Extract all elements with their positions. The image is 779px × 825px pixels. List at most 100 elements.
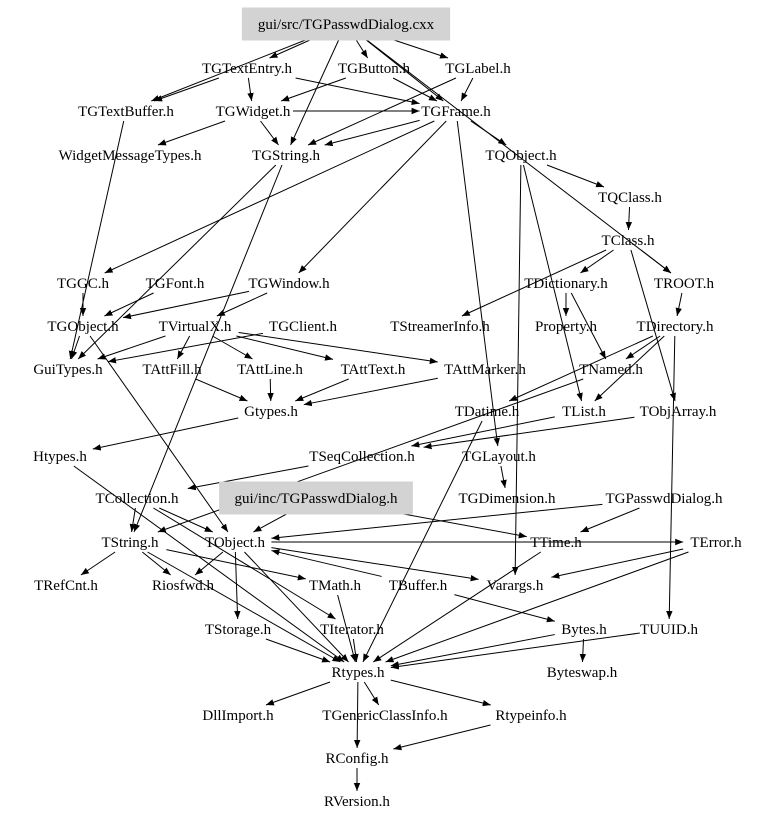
- node-TGPasswdDialog[interactable]: TGPasswdDialog.h: [605, 491, 723, 507]
- node-TGString[interactable]: TGString.h: [252, 148, 320, 164]
- node-Varargs[interactable]: Varargs.h: [487, 578, 544, 594]
- node-TGFrame[interactable]: TGFrame.h: [421, 104, 491, 120]
- node-TAttLine[interactable]: TAttLine.h: [237, 362, 303, 378]
- node-label: TGWidget.h: [216, 104, 291, 120]
- node-TGFont[interactable]: TGFont.h: [146, 276, 205, 292]
- edge-TBuffer-to-TObject: [271, 549, 382, 577]
- node-TGDimension[interactable]: TGDimension.h: [458, 491, 556, 507]
- node-Rtypeinfo[interactable]: Rtypeinfo.h: [495, 708, 567, 724]
- node-TAttFill[interactable]: TAttFill.h: [142, 362, 202, 378]
- node-TMath[interactable]: TMath.h: [309, 578, 362, 594]
- node-label: TObjArray.h: [640, 404, 717, 420]
- edge-Rtypes-to-Rtypeinfo: [390, 679, 491, 707]
- node-label: TGString.h: [252, 148, 320, 164]
- edge-TGFrame-to-TGString: [324, 119, 420, 147]
- edge-TQObject-to-Varargs: [512, 164, 522, 576]
- node-label: TAttFill.h: [142, 362, 202, 378]
- node-TGGC[interactable]: TGGC.h: [57, 276, 110, 292]
- edge-TAttFill-to-Gtypes: [195, 378, 248, 402]
- node-RConfig[interactable]: RConfig.h: [326, 751, 389, 767]
- edge-cxx-to-TGTextBuffer: [151, 33, 321, 102]
- node-TNamed[interactable]: TNamed.h: [579, 362, 643, 378]
- edge-TGWidget-to-TGString: [260, 120, 279, 146]
- node-TGTextBuffer[interactable]: TGTextBuffer.h: [78, 104, 174, 120]
- node-label: TQObject.h: [485, 148, 557, 164]
- node-label: TStorage.h: [205, 622, 272, 638]
- node-TDatime[interactable]: TDatime.h: [455, 404, 520, 420]
- node-Rtypes[interactable]: Rtypes.h: [332, 665, 385, 681]
- edge-TDirectory-to-TUUID: [666, 335, 676, 620]
- edge-TGLayout-to-TGDimension: [500, 465, 507, 489]
- node-TGButton[interactable]: TGButton.h: [338, 61, 411, 77]
- node-TCollection[interactable]: TCollection.h: [96, 491, 179, 507]
- node-TBuffer[interactable]: TBuffer.h: [389, 578, 448, 594]
- node-TString[interactable]: TString.h: [101, 535, 159, 551]
- node-Gtypes[interactable]: Gtypes.h: [244, 404, 298, 420]
- node-TQClass[interactable]: TQClass.h: [598, 190, 662, 206]
- edge-TGPasswdDialog-to-TTime: [580, 507, 640, 533]
- node-TStreamerInfo[interactable]: TStreamerInfo.h: [390, 319, 490, 335]
- node-TGWidget[interactable]: TGWidget.h: [216, 104, 291, 120]
- node-TTime[interactable]: TTime.h: [530, 535, 582, 551]
- edge-TGFrame-to-TGWindow: [298, 120, 447, 274]
- node-TGClient[interactable]: TGClient.h: [269, 319, 337, 335]
- node-TClass[interactable]: TClass.h: [602, 233, 655, 249]
- node-TROOT[interactable]: TROOT.h: [654, 276, 715, 292]
- node-TVirtualX[interactable]: TVirtualX.h: [159, 319, 232, 335]
- edge-TGFrame-to-TGLayout: [456, 120, 500, 447]
- node-TAttText[interactable]: TAttText.h: [341, 362, 406, 378]
- edge-TGObject-to-TObject: [89, 335, 229, 533]
- node-TDirectory[interactable]: TDirectory.h: [637, 319, 714, 335]
- node-TAttMarker[interactable]: TAttMarker.h: [444, 362, 526, 378]
- node-TGLayout[interactable]: TGLayout.h: [462, 449, 536, 465]
- node-label: TError.h: [690, 535, 742, 551]
- node-label: TGenericClassInfo.h: [322, 708, 448, 724]
- node-label: TCollection.h: [96, 491, 179, 507]
- node-TGTextEntry[interactable]: TGTextEntry.h: [202, 61, 293, 77]
- edge-TVirtualX-to-TAttLine: [212, 335, 253, 360]
- edge-TString-to-Rtypes: [147, 551, 341, 663]
- node-TList[interactable]: TList.h: [562, 404, 606, 420]
- edge-TGTextBuffer-to-GuiTypes: [68, 120, 125, 360]
- node-GuiTypes[interactable]: GuiTypes.h: [33, 362, 103, 378]
- edge-TCollection-to-TIterator: [153, 507, 336, 620]
- node-Bytes[interactable]: Bytes.h: [561, 622, 607, 638]
- node-TUUID[interactable]: TUUID.h: [640, 622, 698, 638]
- edge-TList-to-TSeqCollection: [411, 416, 555, 448]
- node-TGLabel[interactable]: TGLabel.h: [445, 61, 511, 77]
- node-label: Byteswap.h: [547, 665, 618, 681]
- node-incdlg[interactable]: gui/inc/TGPasswdDialog.h: [219, 481, 413, 515]
- node-Riosfwd[interactable]: Riosfwd.h: [152, 578, 215, 594]
- node-DllImport[interactable]: DllImport.h: [202, 708, 274, 724]
- node-TIterator[interactable]: TIterator.h: [320, 622, 384, 638]
- node-TRefCnt[interactable]: TRefCnt.h: [34, 578, 98, 594]
- node-TDictionary[interactable]: TDictionary.h: [524, 276, 608, 292]
- node-TGObject[interactable]: TGObject.h: [47, 319, 119, 335]
- node-TObjArray[interactable]: TObjArray.h: [640, 404, 717, 420]
- node-Property[interactable]: Property.h: [535, 319, 597, 335]
- node-TGWindow[interactable]: TGWindow.h: [248, 276, 330, 292]
- edge-TGTextEntry-to-TGWidget: [247, 77, 254, 102]
- edge-TGButton-to-TGWidget: [280, 77, 347, 102]
- node-Htypes[interactable]: Htypes.h: [33, 449, 87, 465]
- node-TGenericClassInfo[interactable]: TGenericClassInfo.h: [322, 708, 448, 724]
- node-label: Property.h: [535, 319, 597, 335]
- node-label: TNamed.h: [579, 362, 643, 378]
- edge-TGPasswdDialog-to-TObject: [271, 503, 603, 541]
- edge-TSeqCollection-to-TCollection: [187, 465, 309, 491]
- edge-TAttText-to-Gtypes: [295, 378, 349, 402]
- node-TError[interactable]: TError.h: [690, 535, 742, 551]
- node-cxx[interactable]: gui/src/TGPasswdDialog.cxx: [241, 7, 451, 41]
- node-WidgetMessageTypes[interactable]: WidgetMessageTypes.h: [59, 148, 202, 164]
- node-TQObject[interactable]: TQObject.h: [485, 148, 557, 164]
- focus-node-box: [241, 7, 451, 41]
- edge-TClass-to-TDictionary: [580, 249, 614, 274]
- node-label: TClass.h: [602, 233, 655, 249]
- edge-TAttMarker-to-Gtypes: [303, 377, 438, 407]
- node-TObject[interactable]: TObject.h: [205, 535, 266, 551]
- node-label: TGLabel.h: [445, 61, 511, 77]
- node-TSeqCollection[interactable]: TSeqCollection.h: [309, 449, 415, 465]
- node-RVersion[interactable]: RVersion.h: [324, 794, 390, 810]
- node-TStorage[interactable]: TStorage.h: [205, 622, 272, 638]
- node-Byteswap[interactable]: Byteswap.h: [547, 665, 618, 681]
